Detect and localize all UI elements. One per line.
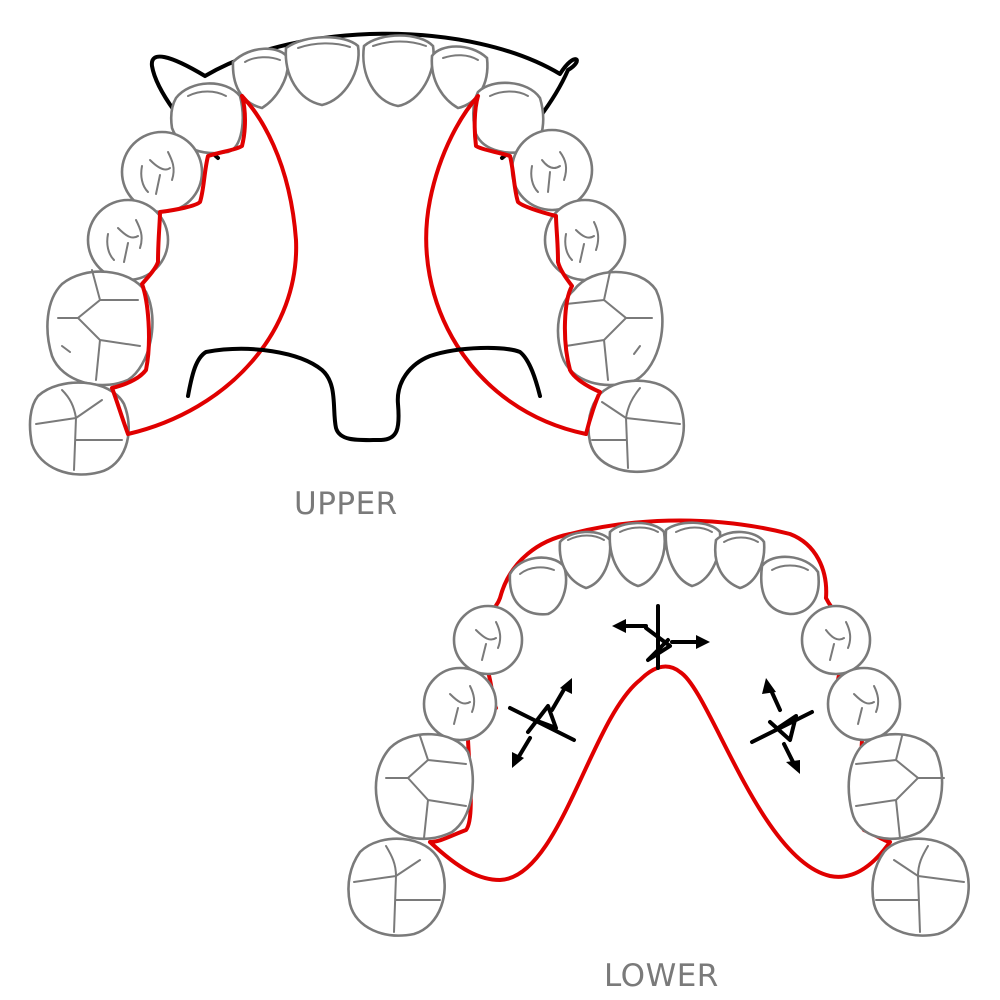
lower-right-premolar-2 bbox=[828, 668, 900, 740]
lower-left-teeth bbox=[348, 606, 522, 936]
lower-tooth-1 bbox=[510, 558, 566, 615]
arrow-icon bbox=[786, 760, 800, 774]
lower-center-screw bbox=[612, 606, 710, 668]
lower-arch bbox=[348, 521, 968, 936]
upper-right-teeth bbox=[473, 83, 684, 472]
lower-appliance-outline bbox=[430, 521, 890, 881]
upper-left-molar-1 bbox=[47, 272, 152, 385]
screw-icon bbox=[752, 712, 812, 742]
upper-arch-label: UPPER bbox=[294, 486, 398, 522]
upper-incisors bbox=[233, 36, 487, 109]
lower-arch-label: LOWER bbox=[604, 958, 719, 994]
lower-right-premolar-1 bbox=[802, 606, 870, 674]
lower-left-premolar-2 bbox=[424, 668, 496, 740]
upper-arch bbox=[30, 34, 684, 475]
lower-left-screw bbox=[510, 678, 574, 768]
upper-tooth-2 bbox=[286, 37, 359, 105]
upper-right-molar-1 bbox=[558, 272, 662, 385]
arrow-icon bbox=[696, 635, 710, 649]
lower-right-screw bbox=[752, 678, 812, 774]
arrow-down-shaft bbox=[784, 744, 794, 764]
upper-palatal-wire bbox=[188, 348, 540, 440]
arrow-icon bbox=[762, 678, 776, 694]
lower-tooth-3 bbox=[610, 523, 665, 586]
upper-right-premolar-1 bbox=[512, 130, 592, 210]
screw-icon bbox=[510, 706, 574, 740]
lower-right-molar-1 bbox=[849, 734, 942, 839]
lower-right-teeth bbox=[802, 606, 969, 936]
arrow-icon bbox=[612, 619, 626, 633]
upper-left-teeth bbox=[30, 83, 243, 474]
screw-icon bbox=[646, 606, 670, 668]
arrow-down-shaft bbox=[518, 738, 530, 758]
